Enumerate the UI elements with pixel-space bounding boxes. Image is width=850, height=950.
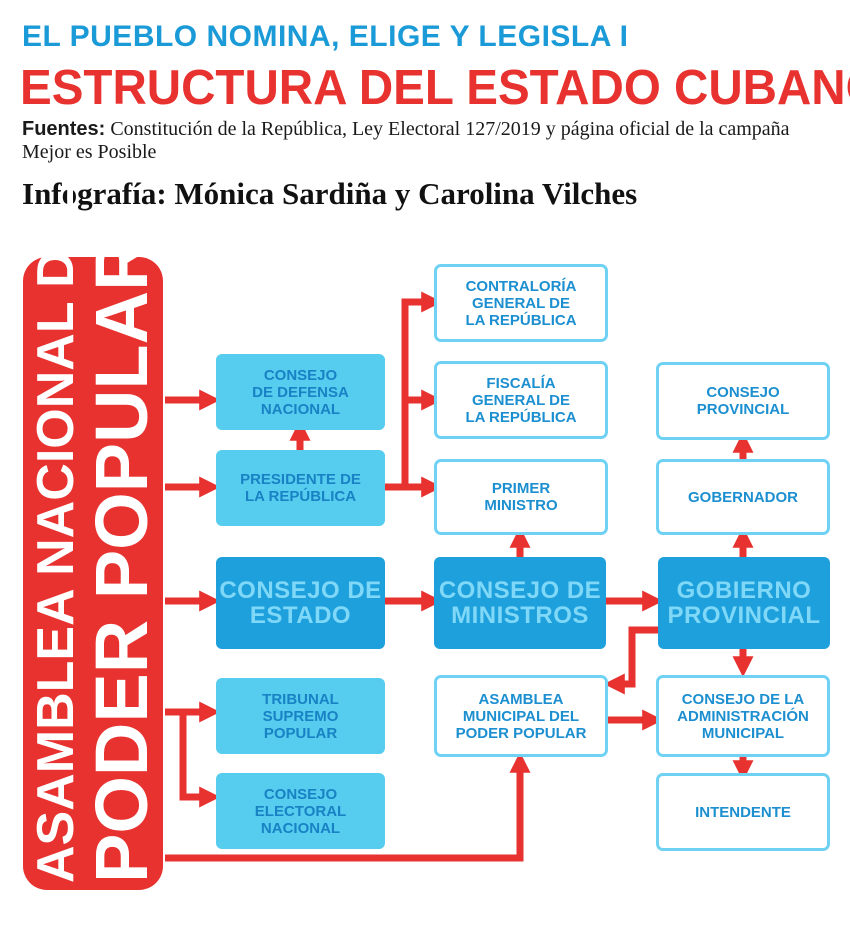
asamblea-nacional-box [23, 257, 163, 890]
page-title: ESTRUCTURA DEL ESTADO CUBANO [20, 61, 850, 115]
consejo-electoral-label: CONSEJO ELECTORAL NACIONAL [254, 785, 347, 837]
gobierno-provincial-label: GOBIERNO PROVINCIAL [667, 577, 821, 629]
fiscalia-box: FISCALÍA GENERAL DE LA REPÚBLICA [434, 361, 608, 439]
sources-label: Fuentes: [22, 118, 106, 140]
contraloria-box: CONTRALORÍA GENERAL DE LA REPÚBLICA [434, 264, 608, 342]
sources-note: Fuentes: Constitución de la República, L… [22, 118, 802, 164]
presidente-label: PRESIDENTE DE LA REPÚBLICA [240, 471, 361, 505]
asamblea-nacional-line1: ASAMBLEA NACIONAL DEL [27, 183, 85, 883]
arrow-gobierno-to-asamblea-municipal [603, 626, 658, 695]
sources-text: Constitución de la República, Ley Electo… [22, 118, 790, 163]
tribunal-box: TRIBUNAL SUPREMO POPULAR [216, 678, 385, 754]
tribunal-label: TRIBUNAL SUPREMO POPULAR [262, 690, 339, 742]
consejo-defensa-box: CONSEJO DE DEFENSA NACIONAL [216, 354, 385, 430]
arrow-to-consejo-electoral [179, 712, 221, 808]
primer-ministro-label: PRIMER MINISTRO [484, 480, 558, 514]
consejo-ministros-box: CONSEJO DE MINISTROS [434, 557, 606, 649]
consejo-admin-box: CONSEJO DE LA ADMINISTRACIÓN MUNICIPAL [656, 675, 830, 757]
consejo-provincial-label: CONSEJO PROVINCIAL [696, 384, 790, 418]
fiscalia-label: FISCALÍA GENERAL DE LA REPÚBLICA [465, 374, 577, 426]
arrow-to-contraloria [385, 291, 443, 491]
asamblea-municipal-box: ASAMBLEA MUNICIPAL DEL PODER POPULAR [434, 675, 608, 757]
credit-line: Infografía: Mónica Sardiña y Carolina Vi… [22, 176, 638, 211]
presidente-box: PRESIDENTE DE LA REPÚBLICA [216, 450, 385, 526]
gobernador-label: GOBERNADOR [687, 488, 798, 506]
primer-ministro-box: PRIMER MINISTRO [434, 459, 608, 535]
asamblea-municipal-label: ASAMBLEA MUNICIPAL DEL PODER POPULAR [455, 690, 587, 742]
gobernador-box: GOBERNADOR [656, 459, 830, 535]
consejo-defensa-label: CONSEJO DE DEFENSA NACIONAL [252, 366, 349, 418]
asamblea-nacional-line2: PODER POPULAR [80, 237, 163, 883]
asamblea-nacional-label: ASAMBLEA NACIONAL DEL PODER POPULAR [27, 183, 163, 883]
arrow-to-asamblea-municipal [165, 751, 531, 862]
consejo-estado-box: CONSEJO DE ESTADO [216, 557, 385, 649]
consejo-estado-label: CONSEJO DE ESTADO [219, 577, 382, 629]
kicker-headline: EL PUEBLO NOMINA, ELIGE Y LEGISLA I [22, 20, 629, 53]
consejo-ministros-label: CONSEJO DE MINISTROS [438, 577, 602, 629]
contraloria-label: CONTRALORÍA GENERAL DE LA REPÚBLICA [465, 277, 577, 329]
gobierno-provincial-box: GOBIERNO PROVINCIAL [658, 557, 830, 649]
intendente-label: INTENDENTE [695, 803, 791, 821]
consejo-electoral-box: CONSEJO ELECTORAL NACIONAL [216, 773, 385, 849]
intendente-box: INTENDENTE [656, 773, 830, 851]
consejo-admin-label: CONSEJO DE LA ADMINISTRACIÓN MUNICIPAL [677, 690, 809, 742]
consejo-provincial-box: CONSEJO PROVINCIAL [656, 362, 830, 440]
